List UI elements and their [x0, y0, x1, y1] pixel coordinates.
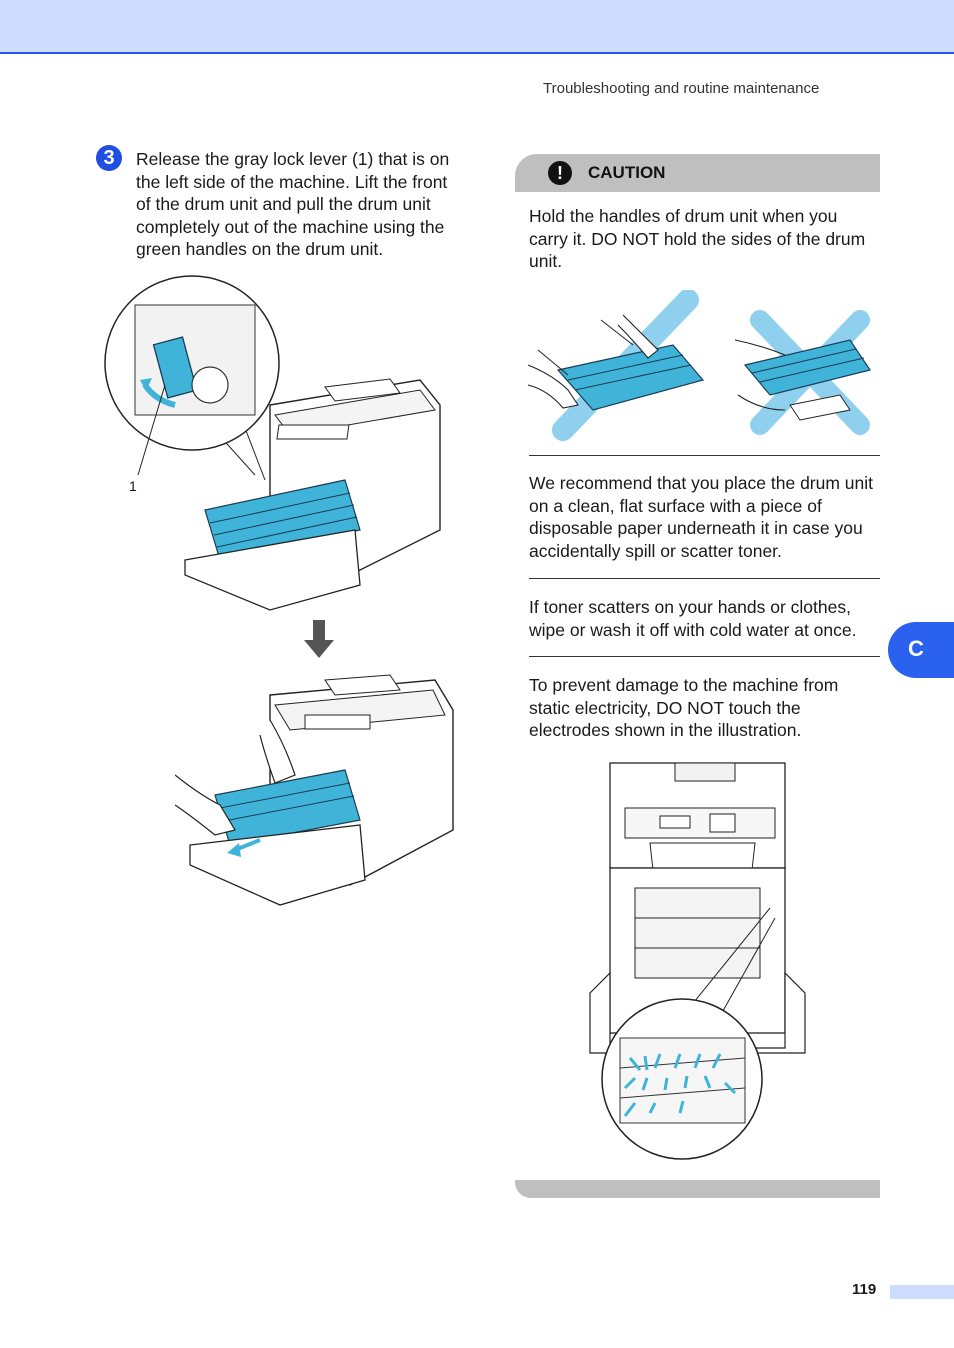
callout-number: 1 — [129, 478, 137, 494]
chapter-tab-letter: C — [908, 636, 924, 661]
divider — [529, 578, 880, 579]
electrodes-illustration — [589, 762, 806, 1160]
page-number-band — [890, 1285, 954, 1299]
caution-header-bar: ! CAUTION — [515, 154, 880, 192]
drum-handling-correct-illustration — [527, 290, 705, 441]
step-number-badge: 3 — [96, 145, 122, 171]
top-header-band — [0, 0, 954, 54]
drum-removal-illustration — [175, 674, 454, 906]
divider — [529, 656, 880, 657]
step-instruction-text: Release the gray lock lever (1) that is … — [136, 149, 450, 259]
down-arrow-icon — [304, 620, 334, 658]
chapter-tab[interactable]: C — [888, 622, 954, 678]
exclamation-icon: ! — [548, 161, 572, 185]
caution-paragraph-toner: If toner scatters on your hands or cloth… — [529, 597, 857, 640]
caution-label: CAUTION — [588, 163, 666, 182]
divider — [529, 455, 880, 456]
drum-handling-incorrect-illustration — [734, 310, 871, 435]
running-header: Troubleshooting and routine maintenance — [543, 80, 820, 97]
page-number: 119 — [852, 1281, 877, 1298]
caution-paragraph-surface: We recommend that you place the drum uni… — [529, 473, 874, 561]
caution-paragraph-handles: Hold the handles of drum unit when you c… — [529, 206, 866, 271]
caution-footer-bar — [515, 1180, 880, 1198]
lock-lever-illustration — [104, 275, 441, 611]
caution-paragraph-static: To prevent damage to the machine from st… — [529, 675, 839, 740]
